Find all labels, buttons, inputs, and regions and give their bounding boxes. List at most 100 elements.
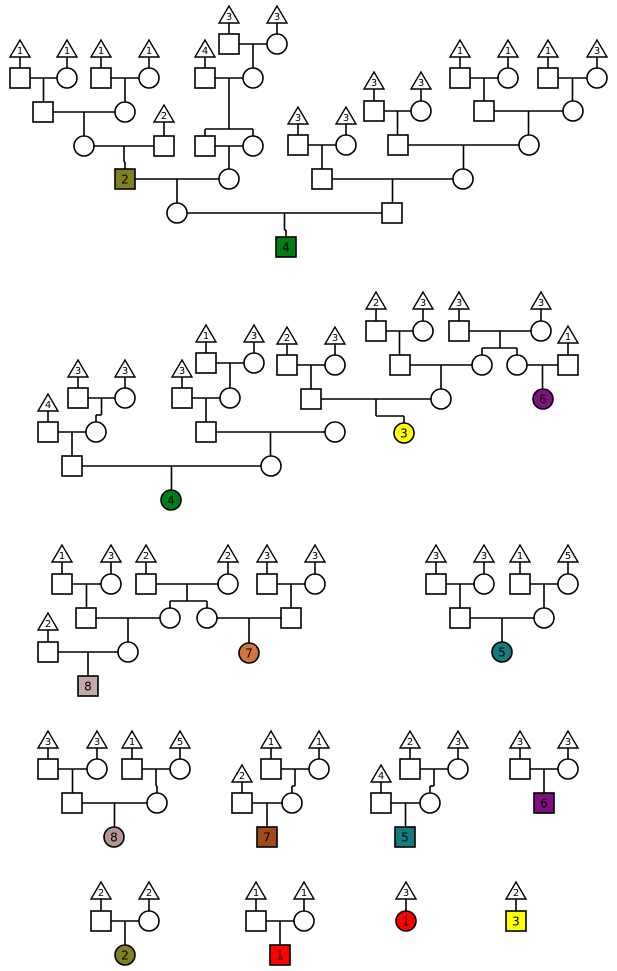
generation-triangle — [230, 763, 254, 783]
generation-triangle — [409, 70, 433, 90]
affected-female-node — [103, 826, 125, 848]
triangle-count-label: 1 — [505, 46, 511, 57]
male-node — [256, 573, 278, 595]
generation-triangle — [496, 38, 520, 58]
generation-triangle — [36, 729, 60, 749]
male-node — [32, 101, 54, 123]
female-node — [73, 135, 95, 157]
node-label: 6 — [540, 797, 548, 811]
female-node — [335, 134, 357, 156]
female-node — [281, 792, 303, 814]
generation-triangle — [113, 358, 137, 378]
generation-triangle — [585, 38, 609, 58]
generation-triangle — [137, 38, 161, 58]
female-node — [412, 320, 434, 342]
male-node — [194, 67, 216, 89]
generation-triangle — [168, 729, 192, 749]
generation-triangle — [36, 392, 60, 412]
female-node — [471, 354, 493, 376]
male-node — [231, 792, 253, 814]
triangle-count-label: 3 — [371, 78, 377, 89]
generation-triangle — [394, 880, 418, 900]
node-label: 8 — [110, 831, 118, 845]
triangle-count-label: 1 — [98, 46, 104, 57]
male-node — [194, 135, 216, 157]
generation-triangle — [424, 543, 448, 563]
affected-male-node — [533, 792, 555, 814]
male-node — [90, 910, 112, 932]
generation-triangle — [508, 729, 532, 749]
affected-female-node — [238, 642, 260, 664]
triangle-count-label: 1 — [301, 888, 307, 899]
female-node — [85, 421, 107, 443]
male-node — [311, 168, 333, 190]
male-node — [245, 910, 267, 932]
triangle-count-label: 3 — [456, 298, 462, 309]
triangle-count-label: 1 — [545, 46, 551, 57]
triangle-count-label: 3 — [251, 331, 257, 342]
node-label: 4 — [167, 494, 175, 508]
female-node — [557, 573, 579, 595]
generation-triangle — [447, 290, 471, 310]
generation-triangle — [8, 38, 32, 58]
female-node — [557, 758, 579, 780]
triangle-count-label: 5 — [565, 551, 571, 562]
triangle-count-label: 3 — [226, 12, 232, 23]
generation-triangle — [152, 103, 176, 123]
generation-triangle — [255, 543, 279, 563]
male-node — [135, 573, 157, 595]
generation-triangle — [244, 880, 268, 900]
generation-triangle — [364, 290, 388, 310]
female-node — [308, 758, 330, 780]
triangle-count-label: 3 — [343, 113, 349, 124]
triangle-count-label: 2 — [143, 551, 149, 562]
female-node — [56, 67, 78, 89]
female-node — [562, 100, 584, 122]
generation-triangle — [120, 729, 144, 749]
female-node — [114, 101, 136, 123]
triangle-count-label: 1 — [316, 737, 322, 748]
female-node — [242, 67, 264, 89]
generation-triangle — [529, 290, 553, 310]
female-node — [324, 421, 346, 443]
generation-triangle — [265, 4, 289, 24]
generation-triangle — [99, 543, 123, 563]
triangle-count-label: 2 — [161, 111, 167, 122]
male-node — [280, 607, 302, 629]
triangle-count-label: 1 — [253, 888, 259, 899]
generation-triangle — [323, 325, 347, 345]
male-node — [195, 352, 217, 374]
male-node — [557, 354, 579, 376]
male-node — [218, 33, 240, 55]
generation-triangle — [259, 729, 283, 749]
triangle-count-label: 3 — [274, 12, 280, 23]
generation-triangle — [36, 611, 60, 631]
female-node — [518, 134, 540, 156]
triangle-count-label: 2 — [239, 771, 245, 782]
male-node — [37, 421, 59, 443]
female-node — [196, 607, 218, 629]
node-label: 3 — [400, 427, 408, 441]
triangle-count-label: 3 — [418, 78, 424, 89]
female-node — [430, 388, 452, 410]
triangle-count-label: 3 — [433, 551, 439, 562]
male-node — [399, 758, 421, 780]
triangle-count-label: 2 — [146, 888, 152, 899]
female-node — [324, 354, 346, 376]
affected-female-node — [532, 388, 554, 410]
node-label: 5 — [401, 831, 409, 845]
male-node — [473, 100, 495, 122]
male-node — [121, 758, 143, 780]
triangle-count-label: 2 — [513, 888, 519, 899]
female-node — [169, 758, 191, 780]
male-node — [449, 607, 471, 629]
male-node — [153, 135, 175, 157]
triangle-count-label: 1 — [457, 46, 463, 57]
female-node — [530, 320, 552, 342]
triangle-count-label: 2 — [407, 737, 413, 748]
triangle-count-label: 2 — [45, 619, 51, 630]
female-node — [533, 607, 555, 629]
male-node — [195, 421, 217, 443]
affected-female-node — [114, 944, 136, 966]
male-node — [425, 573, 447, 595]
